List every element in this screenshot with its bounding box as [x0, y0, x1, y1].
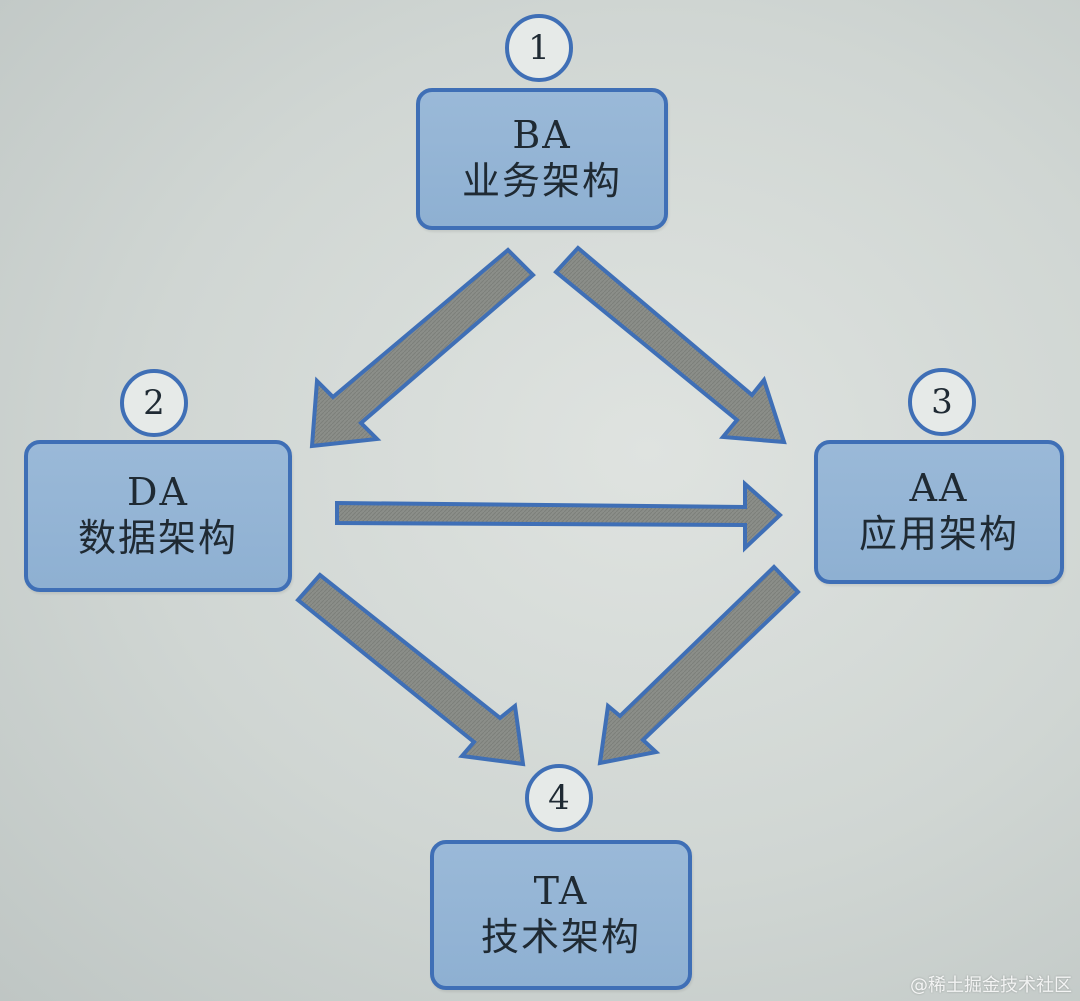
node-application-architecture: AA 应用架构: [814, 440, 1064, 584]
node-name: 业务架构: [461, 159, 622, 203]
node-name: 技术架构: [480, 915, 641, 959]
node-abbr: AA: [909, 466, 969, 510]
node-data-architecture: DA 数据架构: [24, 440, 292, 592]
step-badge-4: 4: [525, 764, 593, 832]
node-name: 应用架构: [858, 512, 1019, 556]
node-technology-architecture: TA 技术架构: [430, 840, 692, 990]
node-abbr: BA: [512, 113, 572, 157]
node-business-architecture: BA 业务架构: [416, 88, 668, 230]
step-badge-2: 2: [120, 369, 188, 437]
arrow-aa-to-ta: [597, 564, 801, 766]
step-badge-3: 3: [908, 368, 976, 436]
node-name: 数据架构: [77, 516, 238, 560]
step-badge-1: 1: [505, 14, 573, 82]
arrow-ba-to-aa: [553, 245, 787, 445]
node-abbr: DA: [127, 470, 189, 514]
node-abbr: TA: [533, 869, 589, 913]
arrow-ba-to-da: [309, 247, 536, 449]
arrow-da-to-aa: [335, 479, 783, 553]
watermark: @稀土掘金技术社区: [910, 975, 1072, 996]
arrow-da-to-ta: [295, 572, 526, 767]
